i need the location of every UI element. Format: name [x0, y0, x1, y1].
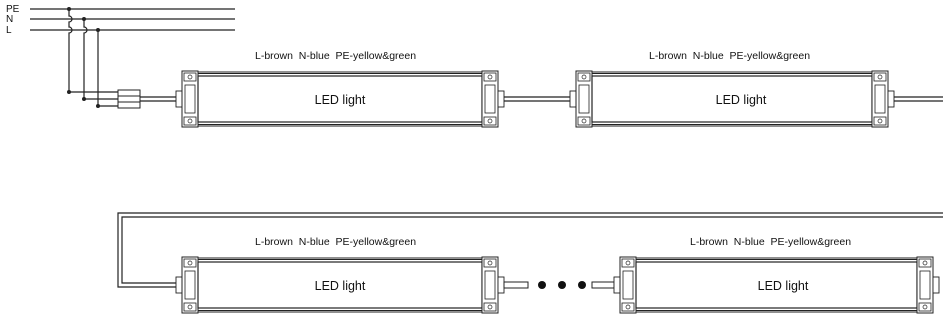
wire-color-legend: L-brown N-blue PE-yellow&green [690, 236, 851, 248]
supply-lines: PE N L [6, 4, 235, 36]
supply-label-n: N [6, 14, 13, 25]
row-2: L-brown N-blue PE-yellow&green LED light… [175, 236, 940, 314]
led-fixture: L-brown N-blue PE-yellow&green LED light [175, 236, 505, 314]
led-fixture: L-brown N-blue PE-yellow&green LED light [613, 236, 940, 314]
supply-label-l: L [6, 25, 12, 36]
led-fixture: L-brown N-blue PE-yellow&green LED light [569, 50, 895, 128]
wire-color-legend: L-brown N-blue PE-yellow&green [255, 236, 416, 248]
wire-color-legend: L-brown N-blue PE-yellow&green [649, 50, 810, 62]
fixture-label: LED light [315, 279, 366, 293]
row-1: L-brown N-blue PE-yellow&green LED light… [175, 50, 943, 128]
return-cable [117, 212, 943, 288]
wire-color-legend: L-brown N-blue PE-yellow&green [255, 50, 416, 62]
supply-taps [67, 7, 178, 109]
led-fixture: L-brown N-blue PE-yellow&green LED light [175, 50, 505, 128]
supply-label-pe: PE [6, 4, 20, 15]
continuation-dots [538, 281, 586, 289]
fixture-label: LED light [758, 279, 809, 293]
fixture-label: LED light [716, 93, 767, 107]
fixture-label: LED light [315, 93, 366, 107]
